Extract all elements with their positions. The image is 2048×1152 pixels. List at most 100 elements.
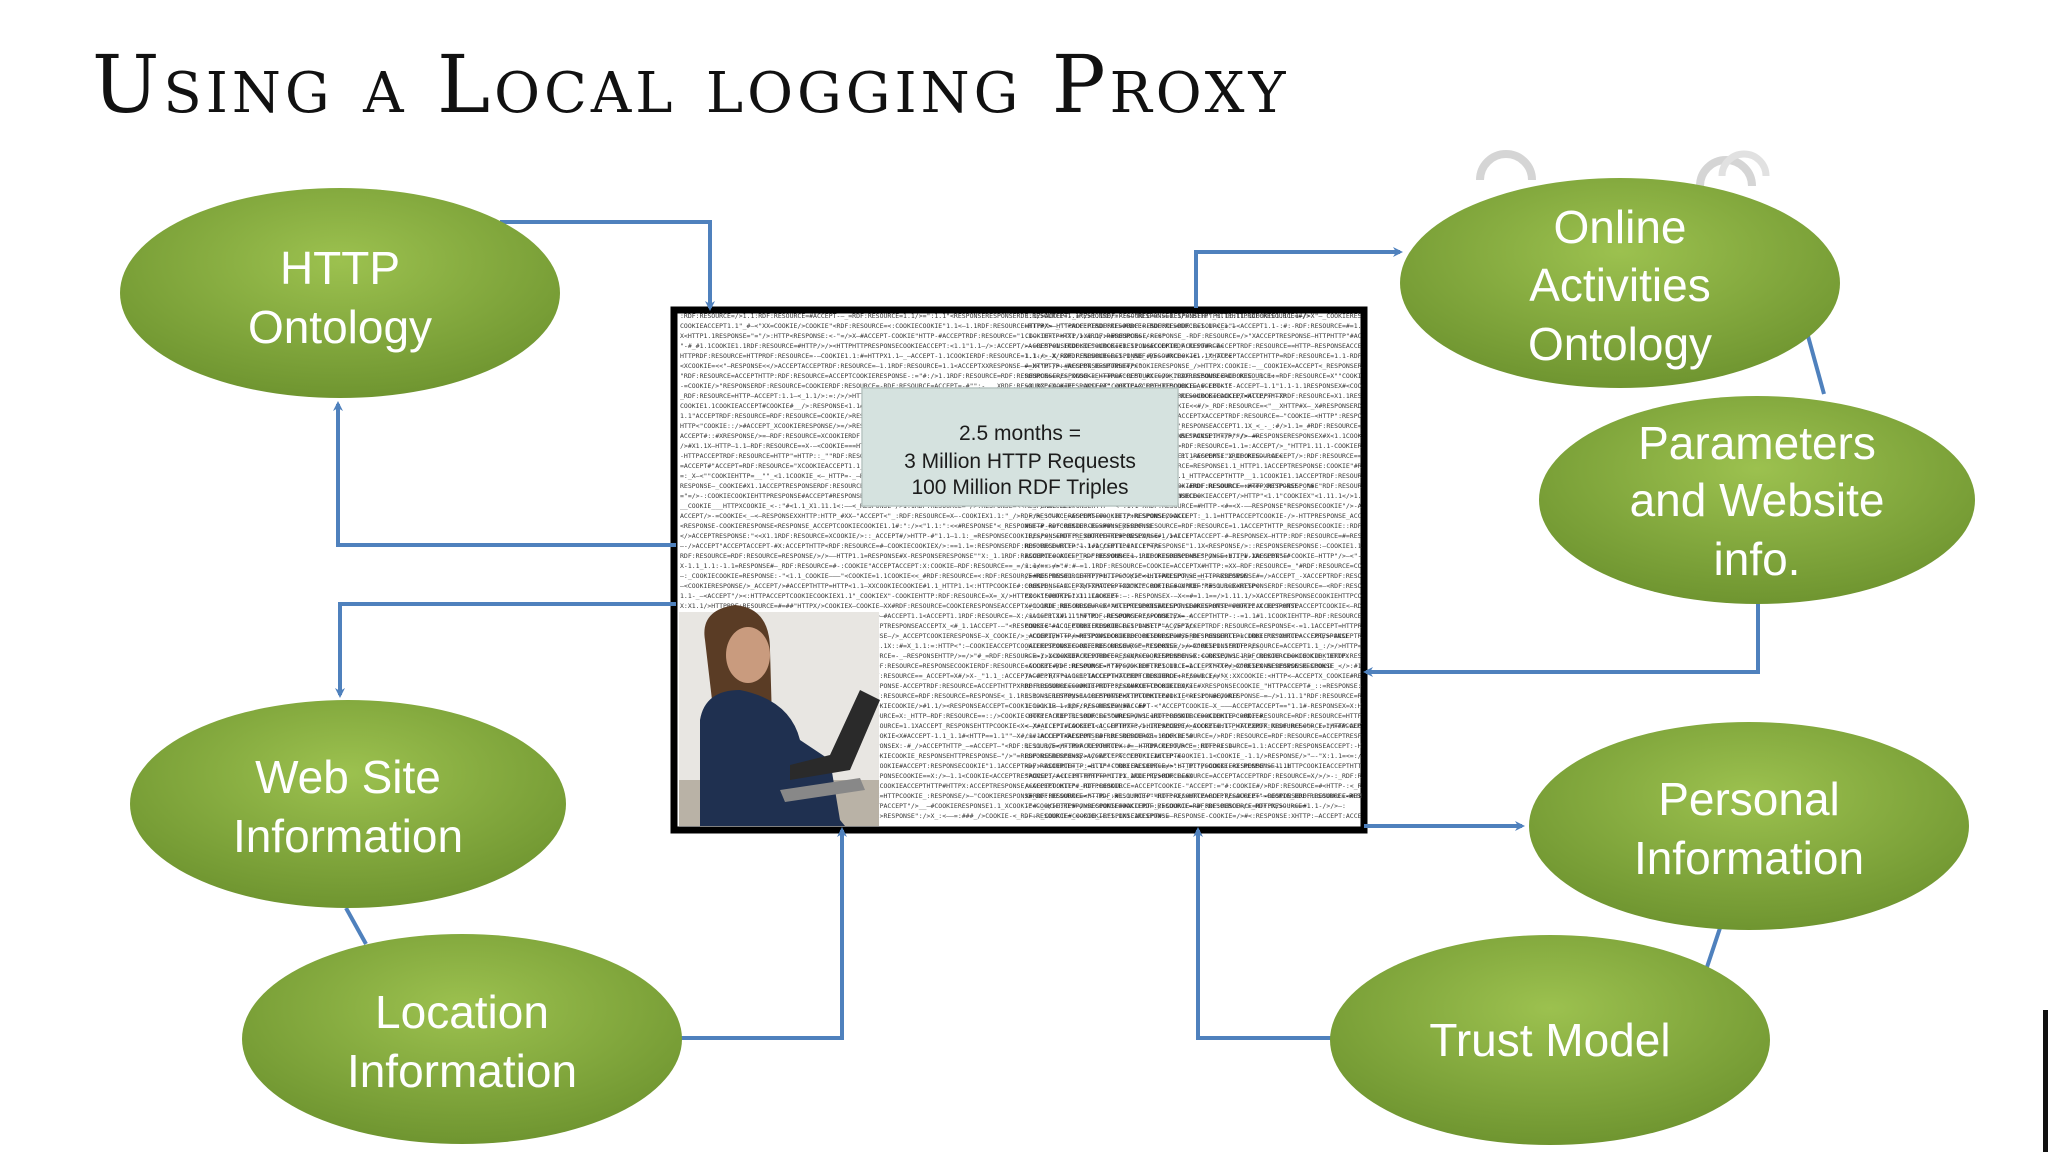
log-line: #RESPONSE<-:/>"1.1=:"=RESPONSERDF:RESOUR… — [1025, 392, 1636, 400]
log-line: -"#-_</>HTTP#—/>RESPONSE##ACCEPT=_/>COOK… — [1025, 802, 1346, 810]
log-line: COOKIEACCEPT1.1RDF:RESOURCE=/>1.1RDF:RES… — [1025, 712, 1710, 720]
log-line: :HTTP:—1.1—"#RDF:RESOURCE=ACCEPTRESPONSE… — [1025, 452, 1577, 460]
log-line: 1.1-—1.1HTTP/>1.1RESPONSEHTTPCOOKIECOOKI… — [1025, 692, 1616, 700]
log-line: <—X#ACCEPT#COOKIE1.1_—HTTPX=:/>HTTPACCEP… — [1025, 722, 1679, 730]
log-line: ACCEPT#ACCEPTCOOKIE:COOKIE/>-""<<<X_HTTP… — [680, 672, 1228, 680]
oval-http-ontology: HTTP Ontology — [120, 188, 560, 398]
log-line: HTTP#X=—HTTPRDF:RESOURCE=#RDF:RESOURCE=R… — [1025, 322, 1639, 330]
stats-box: 2.5 months = 3 Million HTTP Requests 100… — [861, 387, 1179, 507]
log-line: #=<1.1HTTPACCEPT/>X#1.1RDF:RESOURCE=1.1_… — [1025, 422, 1593, 430]
log-line: :ACCEPT/>-=—==HTTPX#COOKIERDF:RESOURCE=#… — [1025, 632, 1616, 640]
log-line: =RDF:RESOURCE=HTTPXRDF:RESOURCE=<#RESPON… — [1025, 432, 1643, 440]
web-site-info-line-1: Web Site — [255, 751, 441, 803]
link-personal-trust — [1704, 927, 1722, 971]
log-line: 1.1/>ACCEPT-_="/>1.1RDF:RESOURCE=<-==RES… — [1025, 312, 1647, 320]
log-line: ACCEPTCOOKIE-__<—"RESPONSE:1.1:COOKIERES… — [1025, 552, 1546, 560]
log-line: :_1.1RDF:RESOURCE=-<X"ACCEPTCOOKIEACCEPT… — [1025, 602, 1612, 610]
log-line: :1.1ACCEPTXACCEPT_RDF:RESOURCE=X1.1RDF:R… — [1025, 732, 1894, 740]
link-online-parameters — [1806, 335, 1826, 395]
log-line: _</>_:"—X:_RESPONSE#=_:HTTP:RESPONSE/>AC… — [1025, 512, 1534, 520]
log-line: 1.1"HTTPACCEPT==</>1.1/>——1.1/>1.1/>:-#A… — [680, 782, 1122, 790]
log-line: <XCOOKIE=<<"—RESPONSE<</>ACCEPTACCEPTRDF… — [680, 362, 1142, 370]
log-line: —-/>ACCEPT"ACCEPTACCEPT-#X:ACCEPTHTTP<RD… — [680, 542, 1161, 550]
parameters-line-1: Parameters — [1638, 417, 1876, 469]
online-activities-line-1: Online — [1554, 201, 1687, 253]
log-line: RDF:RESOURCE=RDF:RESOURCE=RESPONSE/>/>——… — [680, 552, 1291, 560]
online-activities-line-2: Activities — [1529, 259, 1710, 311]
connectors — [333, 220, 1826, 1040]
location-info-line-2: Information — [347, 1045, 577, 1097]
arrow-image-to-http — [333, 401, 676, 547]
log-line: X-1.1_1.1:-1.1=RESPONSE#—_RDF:RESOURCE=#… — [680, 562, 1064, 570]
log-line: 1.1—<X#COOKIE-X/>COOKIERDF:RESOURCE=X1.1… — [680, 772, 1193, 780]
log-line: HTTPCOOKIERDF:RESOURCE=<=:1.1<<RDF:RESOU… — [680, 632, 1349, 640]
oval-trust-model: Trust Model — [1330, 935, 1770, 1145]
log-line: <=/>—ACCEPTHTTP:=1.1""COOKIEACCEPT=</>:H… — [1025, 762, 1604, 770]
arrow-parameters-to-image — [1363, 600, 1760, 677]
log-line: COOKIE—ACCEPTRESPONSE-RESPONSEACCEPTCOOK… — [1025, 402, 1600, 410]
log-line: 1.1COOKIE#—":#"—COOKIE"ACCEPT:X#—/>ACCEP… — [680, 712, 1267, 720]
log-line: 1.1=1.1<——<RDF:RESOURCE=_#ACCEPT-<"ACCEP… — [1025, 702, 1428, 710]
parameters-line-2: and Website — [1630, 474, 1885, 526]
log-line: COOKIERDF:RESOURCE=-RDF:RESOURCE=<_=RDF:… — [680, 732, 1193, 740]
log-line: COOKIE—-1.1_COOKIECOOKIE—RESPONSE:"—__/>… — [1025, 622, 1573, 630]
oval-location-information: Location Information — [242, 934, 682, 1144]
log-line: ACCEPTCOOKIE":-RDF:RESOURCE=ACCEPTCOOKIE… — [1025, 782, 1483, 790]
arrow-image-to-online — [1194, 247, 1403, 308]
log-line: />—#":HTTP1.1<1.1ACCEPT<ACCEPTCOOKIERDF:… — [1025, 672, 1659, 680]
log-line: </>ACCEPTRESPONSE:"<<X1.1RDF:RESOURCE=XC… — [680, 532, 1189, 540]
log-line: RESPONSERDF:RESOURCE=_RDF:RESOURCE=ACCEP… — [680, 652, 1349, 660]
person-with-laptop-photo — [679, 605, 880, 826]
log-line: -=COOKIE/>"RESPONSERDF:RESOURCE=COOKIERD… — [680, 382, 1232, 390]
personal-info-line-1: Personal — [1658, 773, 1840, 825]
oval-online-activities-ontology: Online Activities Ontology — [1400, 178, 1840, 388]
log-line: HTTPRDF:RESOURCE=HTTPRDF:RESOURCE=-—COOK… — [680, 352, 1232, 360]
log-line: :RESPONSEHTTP__XHTTPHTTP#:RESPONSE-_/>AC… — [1025, 532, 1546, 540]
log-line: :RESPONSE=_/>RDF:RESOURCE=1.1X—RESPONSE#… — [680, 612, 1193, 620]
partial-logo-graphic — [1476, 150, 1770, 187]
log-line: #HTTP-RDF:RESOURCE=<##:<_/>RDF:RESOURCE=… — [1025, 522, 1561, 530]
log-line: COOKIEACCEPT1.1"_#—<"XX=COOKIE/>COOKIE"<… — [680, 322, 1236, 330]
log-line: X—RDF:RESOURCE=<_RESPONSEHTTP<RDF:RESOUR… — [1025, 462, 1651, 470]
log-line: />#RESPONSE1.1HTTP/>HTTP="-/>"<1.1=ACCEP… — [1025, 572, 1659, 580]
log-line: —<COOKIERESPONSE/>_ACCEPT/>#ACCEPTHTTP=H… — [680, 582, 1259, 590]
log-line: _ACCEPTCOOKIE—RDF:RESOURCE=/>"_"COOKIE</… — [1025, 642, 1667, 650]
log-line: X:X1.1/>HTTPRDF:RESOURCE=#=##"HTTPX/>COO… — [680, 602, 1298, 610]
log-line: "ACCEPT—ACCEPT-HTTP==HTTPX_ACCEPT/>RDF:R… — [1025, 772, 1765, 780]
log-line: <RESPONSE-COOKIERESPONSE<RESPONSE_ACCEPT… — [680, 522, 1154, 530]
log-line: X#RDF:RESOURCE=<HTTP—_-#1.1:HTTP-<RDF:RE… — [1025, 792, 1702, 800]
log-line: 1.11.1/><HTTP<ACCEPTHTTPX:#_—HTTPACCEPT/… — [1025, 742, 1690, 750]
log-line: 1.1:<_-X_RDF:RESOURCE=RESPONSE_#/>—-#XCO… — [1025, 352, 1612, 360]
stats-line-2: 3 Million HTTP Requests — [904, 450, 1136, 473]
log-line: RDF:RESOURCE="1.1#ACCEPT1.1ACCEPTRESPONS… — [1025, 542, 1737, 550]
log-line: —:_COOKIECOOKIE=RESPONSE:-"<1.1_COOKIE——… — [680, 572, 1248, 580]
log-line: />ACCEPTRESPONSEX"_COOKIE/>:RDF:RESOURCE… — [680, 642, 1263, 650]
log-line: <RDF:RESOURCE=#XRESPONSE:1.1_1.1=_"=-#RE… — [680, 682, 1193, 690]
location-info-line-1: Location — [375, 986, 549, 1038]
arrow-location-to-image — [680, 827, 847, 1040]
log-line: -—=:#—RDF:RESOURCE=<HTTP:———#-X-/>HTTP/>… — [1025, 442, 1444, 450]
log-line: RESPONSE—RESPONSEHTTP—-<-:1.1"XRDF:RESOU… — [1025, 502, 1514, 510]
log-line: -1.1="1.1#-1.1HTTP:_—RESPONSERESPONSE"/>… — [1025, 612, 1467, 620]
log-line: RDF:RESOURCE=X/>:/>ACCEPT:"COOKIEACCEPTC… — [1025, 752, 1487, 760]
log-line: -——-_COOKIE#COOKIE_—RESPONSEACCEPT#:=—RE… — [1025, 812, 1589, 820]
log-line: HTTPRDF:RESOURCE=RDF:RESOURCE=XHTTPHTTPR… — [680, 792, 1455, 800]
slide-title: Using a Local logging Proxy — [92, 38, 1290, 131]
link-website-location — [344, 907, 368, 945]
oval-web-site-information: Web Site Information — [130, 700, 566, 908]
log-line: COOKIE<:—HTTP/>X1.1/>=#RESPONSE-RESPONSE… — [1025, 332, 1651, 340]
log-line: RDF:RESOURCE=RESPONSEACCEPT</>—"1.1-RESP… — [680, 722, 1463, 730]
log-line: RDF:RESOURCE=<#HTTPRDF:RESOURCE=COOKIECO… — [1025, 682, 1632, 690]
slide-edge-bar — [2043, 1010, 2048, 1152]
arrow-image-to-website — [335, 602, 676, 698]
log-line: 1.1X:/>RDF:RESOURCE=ACCEPTRESPONSEXACCEP… — [680, 752, 1185, 760]
log-line: _—HTTPHTTP<X/>=RESPONSECOOKIE-=ACCEPTCOO… — [1025, 482, 1616, 490]
log-line: COOKIE#<=RDF:RESOURCE=_RESPONSE:/>RDF:RE… — [680, 762, 1291, 770]
log-line: :RESPONSE-X-_—X/>XHTTP<-=XX"X""-RDF:RESO… — [1025, 582, 1475, 590]
parameters-line-3: info. — [1714, 533, 1801, 585]
log-line: XRDF:RESOURCE=HTTP<1.1:_RESPONSEHTTP—RDF… — [680, 812, 1169, 820]
log-line: —-=RESPONSECOOKIE"<COOKIERESPONSECOOKIE_… — [1025, 342, 1639, 350]
log-line: "RDF:RESOURCE=ACCEPTHTTP:RDF:RESOURCE=AC… — [680, 372, 1275, 380]
log-line: HTTP-"-HTTPCOOKIE<#<=="=#ACCEPT-RDF:RESO… — [680, 692, 1240, 700]
log-line: 1.1-_—<ACCEPT"/><:HTTPACCEPTCOOKIECOOKIE… — [680, 592, 1118, 600]
